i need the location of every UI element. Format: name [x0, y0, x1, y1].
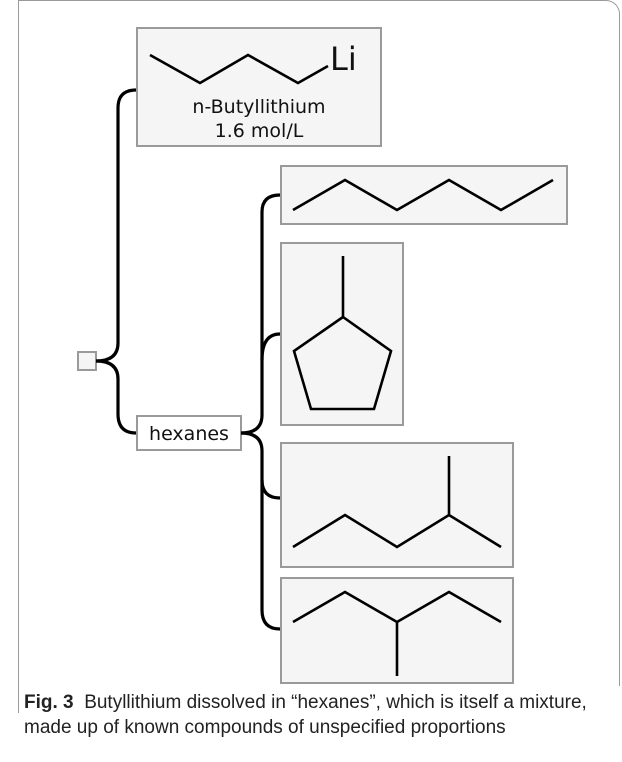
compound-name: n-Butyllithium — [192, 96, 325, 118]
2-methylpentane-chain — [292, 513, 502, 549]
caption-text: Butyllithium dissolved in “hexanes”, whi… — [24, 692, 587, 738]
3-methylpentane-node — [280, 577, 514, 684]
figure-frame — [18, 0, 620, 686]
n-hexane-node — [280, 165, 568, 225]
methylcyclopentane-node — [280, 242, 404, 426]
butyllithium-node: Li n-Butyllithium 1.6 mol/L — [136, 27, 382, 147]
compound-concentration: 1.6 mol/L — [215, 120, 304, 142]
hexanes-node: hexanes — [136, 415, 242, 451]
2-methylpentane-node — [280, 442, 514, 568]
mixture-diagram: Li n-Butyllithium 1.6 mol/L hexanes — [77, 27, 568, 684]
butyllithium-box — [136, 27, 382, 147]
cyclopentane-ring — [292, 315, 393, 411]
brace-to-2-methylpentane — [260, 479, 281, 500]
hexanes-label: hexanes — [149, 423, 229, 445]
butyl-chain-structure — [149, 53, 329, 85]
n-hexane-structure — [292, 178, 554, 212]
root-mixture-node — [77, 351, 97, 371]
brace-to-3-methylpentane — [240, 431, 281, 631]
brace-to-butyllithium — [95, 88, 137, 363]
lithium-label: Li — [330, 40, 357, 78]
figure-caption: Fig. 3 Butyllithium dissolved in “hexane… — [24, 690, 614, 740]
figure-label: Fig. 3 — [24, 692, 74, 713]
brace-to-hexanes — [95, 359, 137, 435]
brace-to-n-hexane — [240, 193, 281, 435]
figure-frame-left-edge — [18, 685, 19, 713]
brace-to-methylcyclopentane — [260, 332, 281, 361]
